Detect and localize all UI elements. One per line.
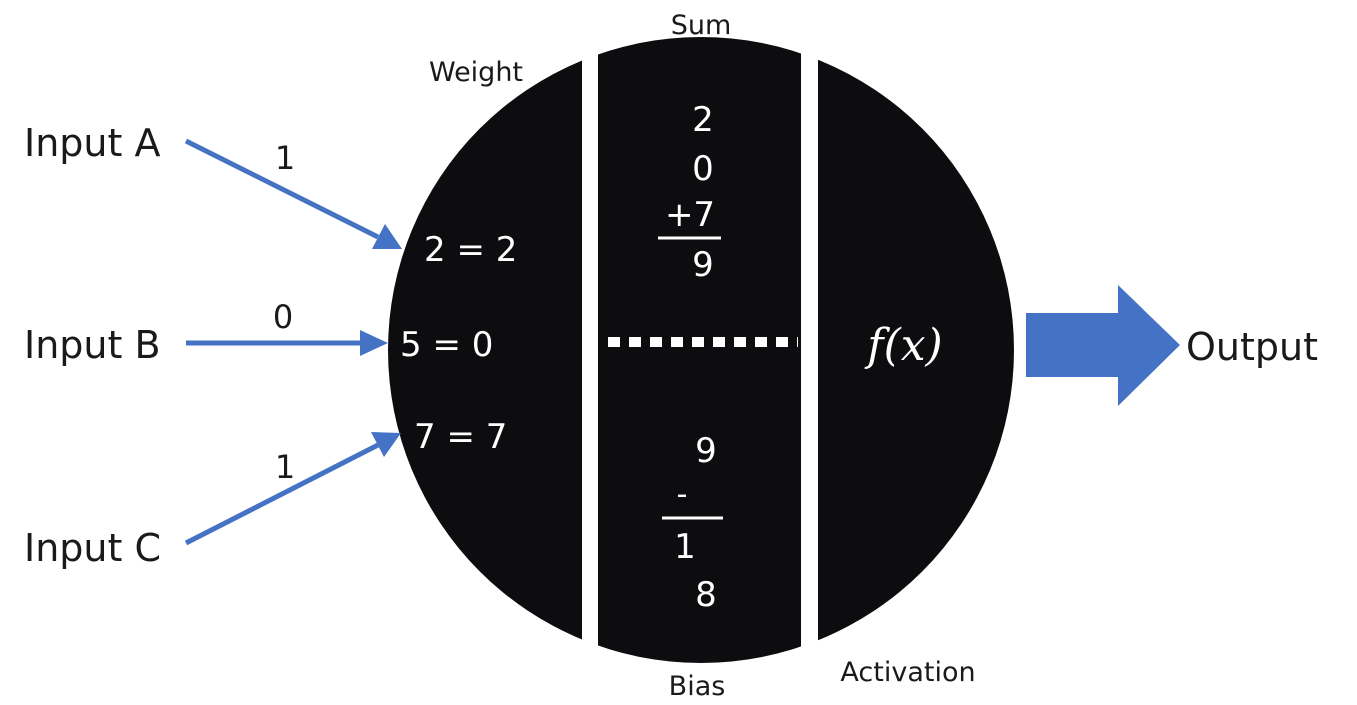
bias-label: Bias	[669, 671, 726, 702]
weight-c-value: 1	[275, 448, 295, 486]
sum-line-1: 2	[692, 100, 714, 140]
input-b-arrow	[186, 330, 388, 356]
sum-bias-segment	[598, 37, 801, 663]
product-b: 5 = 0	[400, 325, 493, 365]
bias-result: 8	[695, 575, 717, 615]
activation-label: Activation	[840, 657, 975, 688]
weight-b-value: 0	[273, 298, 293, 336]
weight-label: Weight	[429, 57, 523, 88]
product-c: 7 = 7	[414, 417, 507, 457]
input-c-arrow	[184, 432, 401, 546]
input-b-label: Input B	[24, 323, 161, 367]
sum-label: Sum	[671, 10, 732, 41]
output-label: Output	[1186, 325, 1318, 369]
sum-total: 9	[692, 245, 714, 285]
sum-line-2: 0	[692, 149, 714, 189]
neuron-body	[388, 37, 1014, 663]
sum-line-3: +7	[665, 195, 715, 235]
bias-line-1: 9	[695, 431, 717, 471]
input-c-label: Input C	[24, 526, 161, 570]
product-a: 2 = 2	[424, 230, 517, 270]
bias-line-3: 1	[674, 527, 696, 567]
weight-a-value: 1	[275, 139, 295, 177]
output-arrow	[1026, 285, 1180, 406]
activation-function: f(x)	[864, 320, 942, 371]
bias-line-2: -	[677, 477, 688, 512]
input-a-arrow	[184, 138, 402, 249]
input-a-label: Input A	[24, 121, 160, 165]
